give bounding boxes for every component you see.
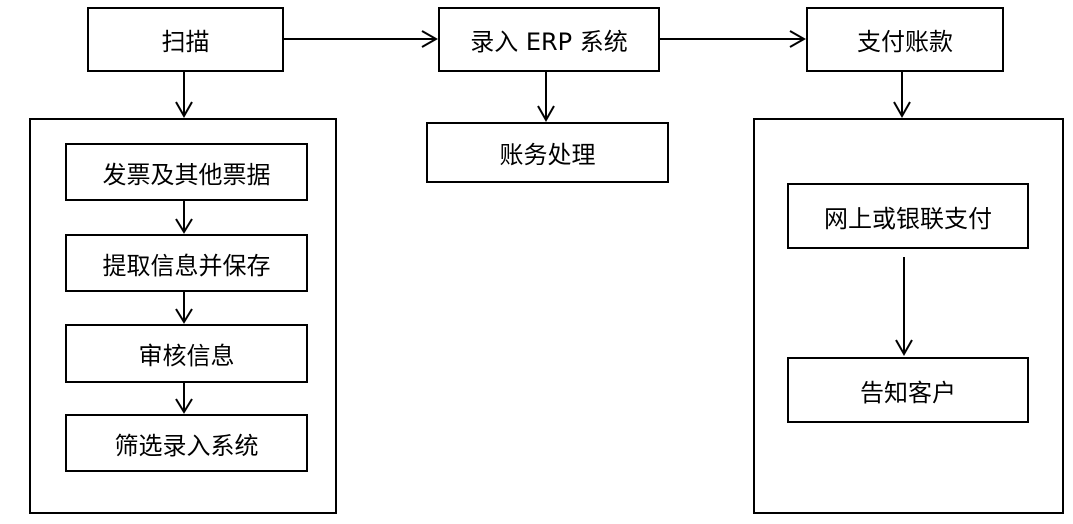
payment-label: 支付账款 xyxy=(857,28,953,56)
filter-entry-box: 筛选录入系统 xyxy=(65,414,308,472)
arrow-onlinepay-to-notify xyxy=(895,257,913,357)
extract-info-box: 提取信息并保存 xyxy=(65,234,308,292)
accounting-box: 账务处理 xyxy=(426,122,669,183)
arrow-erp-to-payment xyxy=(660,30,807,48)
arrow-scan-to-left-group xyxy=(175,72,193,119)
payment-box: 支付账款 xyxy=(806,7,1004,72)
filter-entry-label: 筛选录入系统 xyxy=(114,431,259,460)
arrow-scan-to-erp xyxy=(284,30,439,48)
arrow-invoice-to-extract xyxy=(175,201,193,234)
extract-info-label: 提取信息并保存 xyxy=(102,251,271,280)
arrow-extract-to-review xyxy=(175,292,193,324)
review-info-box: 审核信息 xyxy=(65,324,308,383)
accounting-label: 账务处理 xyxy=(499,141,596,169)
online-pay-box: 网上或银联支付 xyxy=(787,183,1029,249)
scan-label: 扫描 xyxy=(161,28,210,56)
notify-customer-box: 告知客户 xyxy=(787,357,1029,423)
erp-entry-box: 录入 ERP 系统 xyxy=(438,7,660,72)
arrow-review-to-filter xyxy=(175,383,193,414)
erp-entry-label: 录入 ERP 系统 xyxy=(470,28,628,56)
invoice-label: 发票及其他票据 xyxy=(102,160,271,189)
notify-customer-label: 告知客户 xyxy=(860,378,956,407)
scan-box: 扫描 xyxy=(87,7,284,72)
invoice-box: 发票及其他票据 xyxy=(65,143,308,201)
review-info-label: 审核信息 xyxy=(138,342,235,370)
arrow-erp-to-accounting xyxy=(537,72,555,123)
arrow-payment-to-right-group xyxy=(893,72,911,119)
online-pay-label: 网上或银联支付 xyxy=(824,204,992,233)
